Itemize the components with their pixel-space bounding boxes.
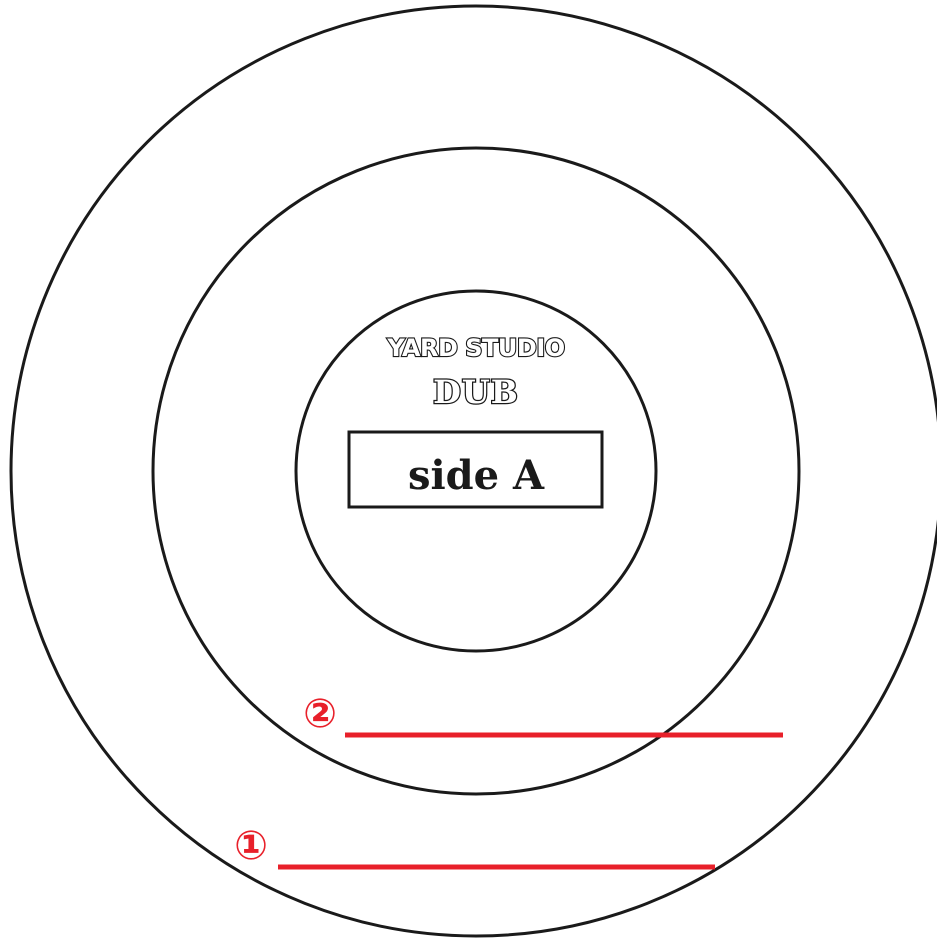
marker-1-number: ①	[234, 823, 268, 869]
side-label-box	[347, 430, 604, 509]
middle-ring	[151, 146, 801, 796]
logo-line1: YARD STUDIO	[386, 334, 564, 362]
studio-logo: YARD STUDIO DUB	[385, 333, 566, 412]
marker-1: ①	[234, 823, 715, 870]
marker-2-number: ②	[303, 691, 337, 737]
outer-ring	[9, 4, 937, 938]
marker-2: ②	[303, 691, 783, 738]
logo-line2: DUB	[433, 373, 519, 411]
side-label: side A	[408, 452, 545, 499]
label-ring	[294, 289, 658, 653]
